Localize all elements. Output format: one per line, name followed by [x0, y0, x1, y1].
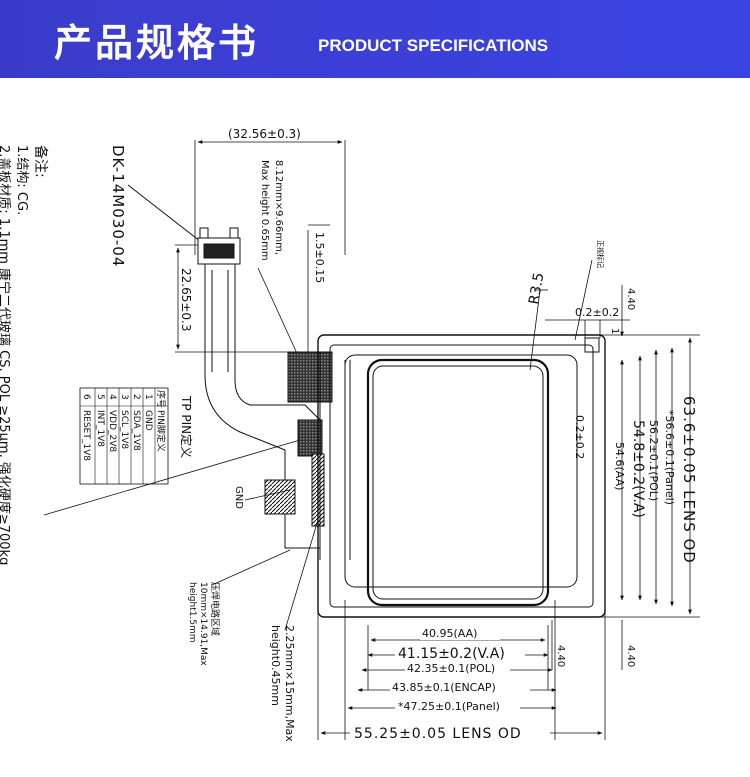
pin-row-def: INT_1V8 [95, 410, 105, 447]
marker-note: 正视标记 [596, 240, 605, 268]
dim-top-width: (32.56±0.3) [194, 127, 346, 255]
dim-vertical-stack [600, 334, 700, 618]
notes-item-2: 2.盖板材质: 1.1mm 康宁二代玻璃 CS, POL ≥25μm, 强化硬度… [0, 145, 12, 565]
dim-pol-height: 56.2±0.1(POL) [647, 420, 660, 501]
pin-row-def: SCL_1V8 [119, 410, 129, 449]
dim-fpc-height-label: 22.65±0.3 [179, 268, 193, 332]
pin-row-def: RESET_1V8 [81, 410, 91, 461]
dim-offset-02: 0.2±0.2 [575, 306, 619, 319]
pin-row-no: 5 [95, 394, 105, 400]
pin-row-no: 6 [81, 394, 91, 400]
fpc-flex [197, 227, 333, 560]
header-banner: 产品规格书 PRODUCT SPECIFICATIONS [0, 0, 750, 78]
dim-va-width: 41.15±0.2(V.A) [398, 646, 505, 662]
pin-table: TP PIN定义 序号 PIN脚定义 1 GND 2 SDA_1V8 3 SCL… [79, 387, 194, 485]
dim-aa-height: 54.6(AA) [613, 442, 626, 490]
pin-row-def: SDA_1V8 [131, 410, 141, 451]
page-title: 产品规格书 [54, 21, 260, 65]
dim-encap-width: 43.85±0.1(ENCAP) [392, 681, 496, 694]
gnd-label: GND [233, 486, 244, 509]
pin-row-no: 4 [107, 394, 117, 400]
dim-offset-02-vertical: 0.2±0.2 [573, 415, 586, 459]
pin-header-no: 序号 [155, 390, 167, 408]
pin-row-def: GND [143, 410, 153, 431]
dim-top-width-label: (32.56±0.3) [228, 127, 301, 141]
dim-one: 1 [609, 328, 620, 334]
pin-row-no: 3 [119, 394, 129, 400]
dim-panel-height: *56.6±0.1(Panel) [663, 410, 676, 505]
notes: 备注: 1.结构: CG. 2.盖板材质: 1.1mm 康宁二代玻璃 CS, P… [0, 145, 49, 565]
dim-lens-od-width: 55.25±0.05 LENS OD [354, 726, 522, 742]
notes-heading: 备注: [32, 145, 49, 178]
lower-chip-line2: height0.45mm [269, 625, 282, 706]
display-module [317, 334, 606, 618]
pin-row-no: 2 [131, 394, 141, 400]
lower-chip-line1: 2.25mm×15mm,Max [283, 625, 296, 742]
dim-edge-right: 4.40 [625, 645, 636, 667]
dim-lens-od-height: 63.6±0.05 LENS OD [680, 396, 698, 564]
notes-item-1: 1.结构: CG. [14, 145, 29, 215]
compress-line1: 压焊电路区域 [209, 582, 221, 636]
dim-panel-width: *47.25±0.1(Panel) [398, 700, 500, 713]
dim-radius: R3.5 [526, 271, 547, 305]
dim-gap-top: 1.5±0.15 [313, 232, 326, 283]
chip-size-line1: 8.12mm×9.66mm, [273, 160, 284, 255]
page-subtitle: PRODUCT SPECIFICATIONS [318, 36, 549, 55]
compress-line2: 10mm×14.91,Max [198, 582, 208, 666]
pin-row-no: 1 [143, 394, 153, 400]
dim-fpc-height: 22.65±0.3 [175, 244, 320, 353]
dim-edge-bottom: 4.40 [555, 645, 566, 667]
connector-part-number: DK-14M030-04 [109, 145, 127, 267]
technical-drawing: 备注: 1.结构: CG. 2.盖板材质: 1.1mm 康宁二代玻璃 CS, P… [0, 127, 700, 742]
dim-va-height: 54.8±0.2(V.A) [630, 420, 646, 518]
pin-row-def: VDD_2V8 [107, 410, 117, 452]
dim-edge-top: 4.40 [625, 288, 636, 310]
pin-header-def: PIN脚定义 [155, 410, 167, 452]
compress-line3: height1.5mm [187, 582, 197, 643]
pin-table-title: TP PIN定义 [179, 395, 194, 458]
chip-size-line2: Max height 0.65mm [259, 160, 270, 261]
dim-pol-width: 42.35±0.1(POL) [407, 662, 495, 675]
dim-aa-width: 40.95(AA) [422, 627, 477, 640]
